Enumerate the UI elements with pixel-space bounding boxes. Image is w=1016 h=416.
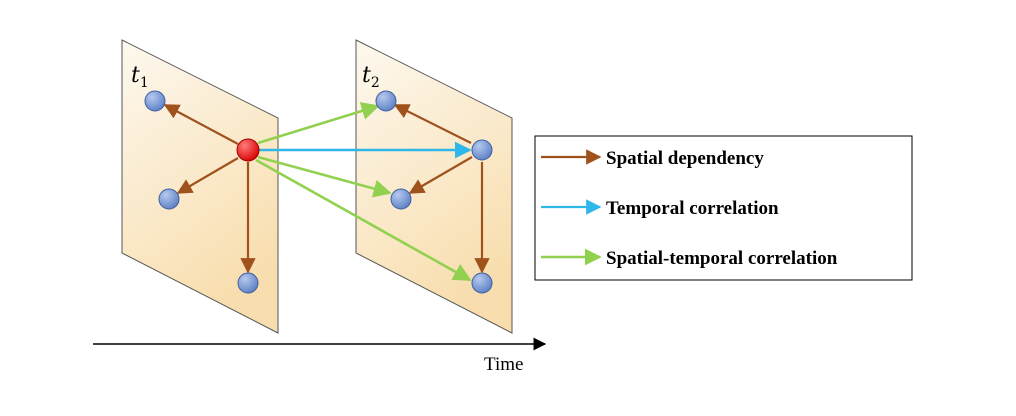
legend-label-temporal: Temporal correlation: [606, 198, 779, 219]
node-t2-right: [471, 139, 493, 161]
st-arrow-to-t2-bottom: [255, 158, 472, 282]
node-t1-bottom: [237, 272, 259, 294]
node-t1-upper-left: [144, 90, 166, 112]
spatial-arrow-t2-upper-left: [393, 104, 472, 144]
spatial-arrow-t2-lower-left: [408, 156, 473, 194]
st-arrow-to-t2-middle: [257, 155, 392, 198]
legend: Spatial dependency Temporal correlation …: [534, 135, 913, 281]
legend-label-spatial-temporal: Spatial-temporal correlation: [606, 248, 838, 269]
nodes-t2: [375, 90, 493, 294]
spatial-temporal-arrows: [255, 102, 472, 282]
legend-item-temporal: Temporal correlation: [541, 198, 779, 219]
legend-label-spatial: Spatial dependency: [606, 148, 764, 169]
plane-t2-label: t2: [362, 63, 380, 91]
nodes-t1: [144, 90, 260, 294]
legend-item-spatial: Spatial dependency: [541, 148, 764, 169]
plane-t1: t1: [121, 39, 279, 334]
time-axis-label: Time: [484, 354, 523, 375]
node-t2-upper-left: [375, 90, 397, 112]
node-t2-lower-left: [390, 188, 412, 210]
spatial-arrow-t1-lower-left: [176, 157, 239, 194]
node-t2-bottom: [471, 272, 493, 294]
spatial-arrow-t1-upper-left: [163, 104, 239, 145]
plane-t1-label: t1: [131, 63, 149, 91]
node-t1-center-red: [236, 138, 260, 162]
plane-t1-surface: [121, 39, 279, 334]
node-t1-lower-left: [158, 188, 180, 210]
st-arrow-to-t2-upper: [257, 102, 380, 145]
legend-item-spatial-temporal: Spatial-temporal correlation: [541, 248, 838, 269]
time-axis: Time: [93, 337, 547, 375]
spatial-dependency-arrows: [163, 104, 490, 274]
